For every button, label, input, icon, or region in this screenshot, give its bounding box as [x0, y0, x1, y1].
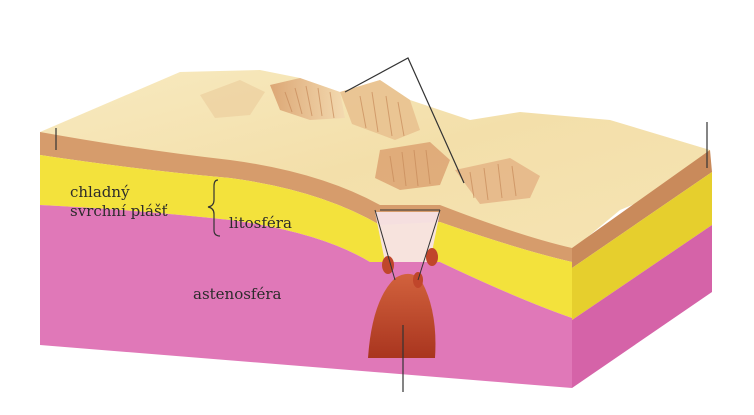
cold-upper-mantle-label: chladný svrchní plášť — [70, 183, 168, 221]
lithosphere-label: litosféra — [229, 214, 292, 233]
magma-drop-2 — [426, 248, 438, 266]
cold-upper-mantle-line1: chladný — [70, 183, 168, 202]
asthenosphere-label: astenosféra — [193, 285, 281, 304]
cold-upper-mantle-line2: svrchní plášť — [70, 202, 168, 221]
